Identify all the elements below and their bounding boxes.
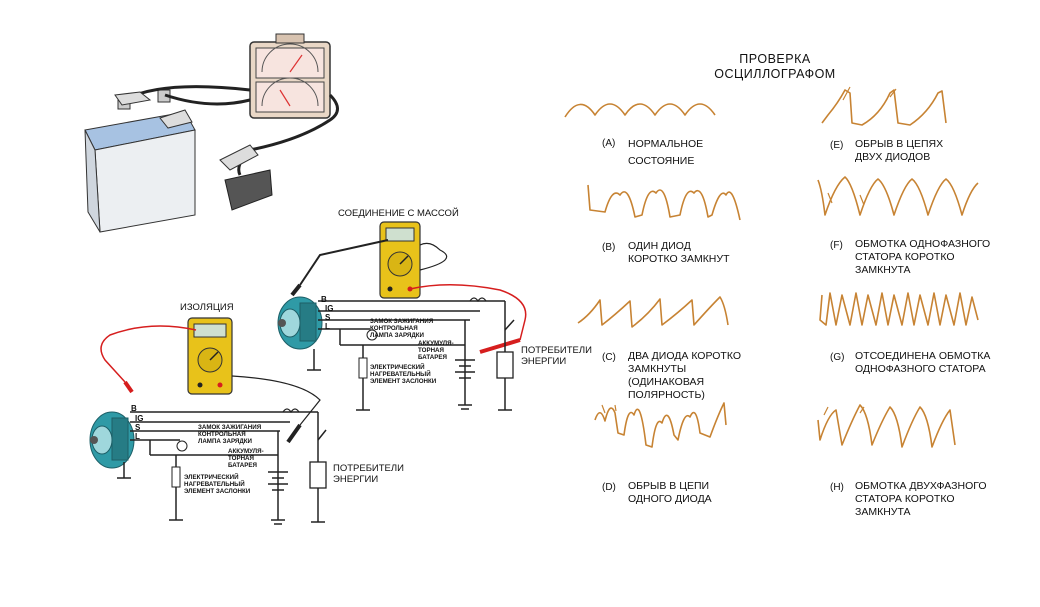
label-ignition-lamp-lower: ЗАМОК ЗАЖИГАНИЯ КОНТРОЛЬНАЯ ЛАМПА ЗАРЯДК… bbox=[198, 424, 262, 445]
waveform-h-text: ОБМОТКА ДВУХФАЗНОГО СТАТОРА КОРОТКО ЗАМК… bbox=[855, 480, 987, 518]
terminal-s-upper: S bbox=[325, 313, 331, 322]
battery bbox=[84, 89, 196, 233]
label-heater-upper: ЭЛЕКТРИЧЕСКИЙ НАГРЕВАТЕЛЬНЫЙ ЭЛЕМЕНТ ЗАС… bbox=[370, 364, 437, 385]
terminal-b-lower: B bbox=[131, 404, 137, 413]
waveform-d bbox=[594, 402, 727, 448]
label-battery-lower: АККУМУЛЯ- ТОРНАЯ БАТАРЕЯ bbox=[228, 448, 264, 469]
label-heater-lower: ЭЛЕКТРИЧЕСКИЙ НАГРЕВАТЕЛЬНЫЙ ЭЛЕМЕНТ ЗАС… bbox=[184, 474, 251, 495]
label-consumers-lower: ПОТРЕБИТЕЛИ ЭНЕРГИИ bbox=[333, 463, 404, 485]
circuit-illustration bbox=[84, 33, 527, 525]
terminal-ig-lower: IG bbox=[135, 414, 144, 423]
label-consumers-upper: ПОТРЕБИТЕЛИ ЭНЕРГИИ bbox=[521, 345, 592, 367]
waveform-a-text: НОРМАЛЬНОЕ СОСТОЯНИЕ bbox=[628, 138, 704, 167]
waveform-g-letter: (G) bbox=[830, 352, 845, 363]
waveform-d-letter: (D) bbox=[602, 482, 616, 493]
waveform-d-text: ОБРЫВ В ЦЕПИ ОДНОГО ДИОДА bbox=[628, 480, 712, 505]
waveform-a-letter: (A) bbox=[602, 138, 616, 149]
waveform-f-text: ОБМОТКА ОДНОФАЗНОГО СТАТОРА КОРОТКО ЗАМК… bbox=[855, 238, 991, 276]
ground-connection-circuit bbox=[277, 221, 527, 411]
waveform-c-text: ДВА ДИОДА КОРОТКО ЗАМКНУТЫ (ОДИНАКОВАЯ П… bbox=[628, 350, 741, 401]
alternator-lower bbox=[89, 411, 135, 469]
waveform-h bbox=[817, 404, 956, 448]
waveform-b-text: ОДИН ДИОД КОРОТКО ЗАМКНУТ bbox=[628, 240, 730, 265]
waveform-f bbox=[817, 176, 979, 216]
terminal-l-lower: L bbox=[135, 432, 140, 441]
waveform-e-letter: (E) bbox=[830, 140, 844, 151]
terminal-b-upper: B bbox=[321, 295, 327, 304]
waveform-c-letter: (C) bbox=[602, 352, 616, 363]
label-insulation: ИЗОЛЯЦИЯ bbox=[180, 302, 234, 313]
waveform-g-text: ОТСОЕДИНЕНА ОБМОТКА ОДНОФАЗНОГО СТАТОРА bbox=[855, 350, 991, 375]
diagram-title: ПРОВЕРКА ОСЦИЛЛОГРАФОМ bbox=[714, 52, 836, 81]
waveform-f-letter: (F) bbox=[830, 240, 843, 251]
label-ignition-lamp-upper: ЗАМОК ЗАЖИГАНИЯ КОНТРОЛЬНАЯ ЛАМПА ЗАРЯДК… bbox=[370, 318, 434, 339]
battery-tester bbox=[249, 33, 331, 119]
terminal-l-upper: L bbox=[325, 322, 330, 331]
waveforms bbox=[564, 86, 979, 448]
waveform-h-letter: (H) bbox=[830, 482, 844, 493]
waveform-e bbox=[821, 89, 947, 126]
label-ground-connection: СОЕДИНЕНИЕ С МАССОЙ bbox=[338, 208, 459, 219]
insulation-circuit bbox=[89, 317, 327, 525]
waveform-b-letter: (B) bbox=[602, 242, 616, 253]
waveform-g bbox=[819, 292, 979, 326]
waveform-e-text: ОБРЫВ В ЦЕПЯХ ДВУХ ДИОДОВ bbox=[855, 138, 944, 163]
waveform-b bbox=[587, 184, 741, 221]
waveform-a bbox=[564, 103, 716, 118]
label-battery-upper: АККУМУЛЯ- ТОРНАЯ БАТАРЕЯ bbox=[418, 340, 454, 361]
terminal-ig-upper: IG bbox=[325, 304, 334, 313]
waveform-c bbox=[577, 296, 729, 328]
terminal-s-lower: S bbox=[135, 423, 141, 432]
alternator-upper bbox=[277, 296, 323, 350]
